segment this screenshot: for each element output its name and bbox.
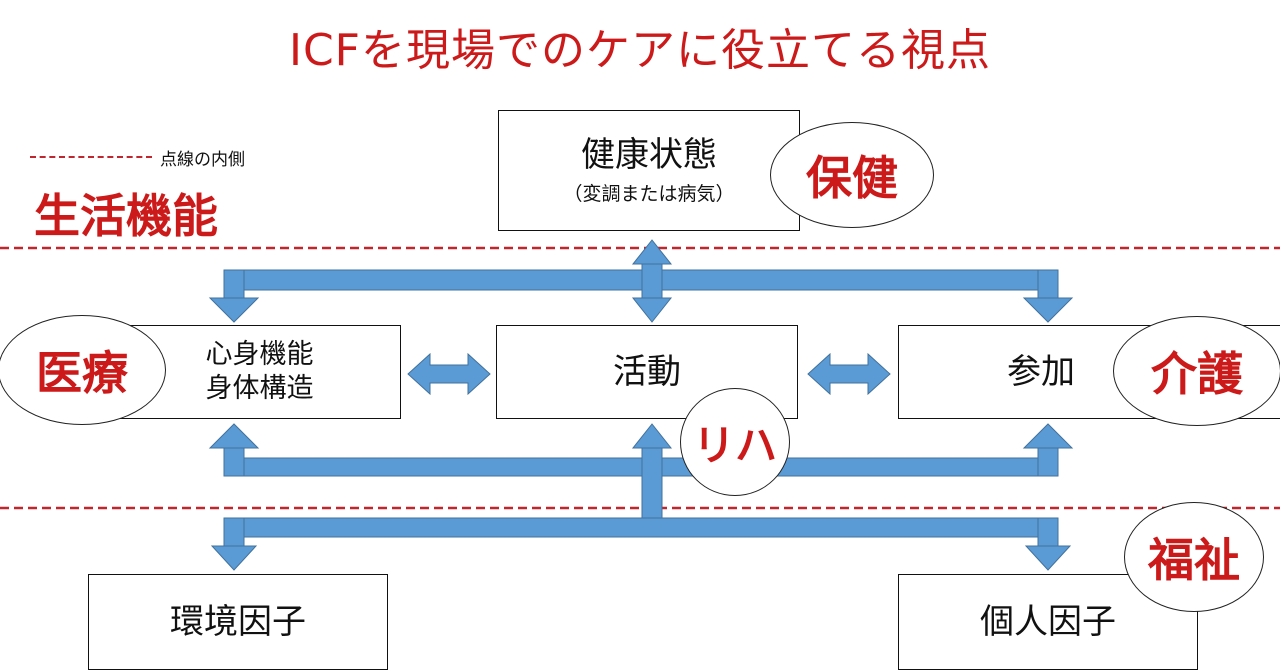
node-health-condition: 健康状態 （変調または病気）: [498, 110, 800, 231]
page-title: ICFを現場でのケアに役立てる視点: [288, 25, 991, 76]
participation-label: 参加: [1007, 351, 1075, 392]
health-condition-label: 健康状態: [581, 134, 717, 175]
env-arrow-shaft: [223, 517, 245, 549]
legend-text: 点線の内側: [160, 150, 245, 170]
arrow-up-to-body: [208, 423, 260, 449]
body-activity-double-arrow: [407, 352, 491, 396]
top-right-arrow-shaft: [1037, 269, 1059, 301]
node-personal-factors: 個人因子: [898, 574, 1198, 670]
arrow-up-to-activity: [631, 423, 673, 449]
participation-up-arrow-shaft: [1037, 445, 1059, 477]
top-left-arrow-shaft: [223, 269, 245, 301]
personal-arrow-shaft: [1037, 517, 1059, 549]
arrow-up-to-health: [631, 239, 673, 265]
field-welfare: 福祉: [1124, 502, 1264, 612]
environmental-factors-label: 環境因子: [170, 601, 306, 642]
welfare-label: 福祉: [1148, 533, 1240, 587]
arrow-up-to-participation: [1022, 423, 1074, 449]
rehab-label: リハ: [692, 420, 777, 470]
health-activity-shaft: [641, 261, 663, 303]
field-rehab: リハ: [680, 388, 790, 496]
arrow-down-to-activity: [631, 297, 673, 323]
health-care-label: 保健: [806, 151, 898, 205]
legend-dashed-line: [30, 156, 152, 158]
body-functions-line1: 心身機能: [205, 339, 314, 371]
field-health-care: 保健: [770, 122, 934, 228]
node-environmental-factors: 環境因子: [88, 574, 388, 670]
nursing-care-label: 介護: [1151, 347, 1243, 401]
arrow-down-to-body: [208, 297, 260, 323]
field-nursing-care: 介護: [1113, 316, 1280, 426]
personal-factors-label: 個人因子: [980, 601, 1116, 642]
activity-participation-double-arrow: [807, 352, 891, 396]
top-connector-bar: [223, 269, 1059, 291]
arrow-down-to-participation: [1022, 297, 1074, 323]
body-functions-line2: 身体構造: [205, 373, 314, 404]
center-vertical-shaft: [641, 445, 663, 523]
medical-label: 医療: [36, 346, 128, 400]
health-condition-sub: （変調または病気）: [563, 183, 735, 206]
activity-label: 活動: [613, 351, 681, 392]
field-medical: 医療: [0, 315, 166, 425]
body-up-arrow-shaft: [223, 445, 245, 477]
life-function-label: 生活機能: [34, 189, 218, 243]
bottom-connector-bar: [223, 517, 1059, 538]
arrow-down-to-environment: [210, 545, 258, 571]
arrow-down-to-personal: [1024, 545, 1072, 571]
